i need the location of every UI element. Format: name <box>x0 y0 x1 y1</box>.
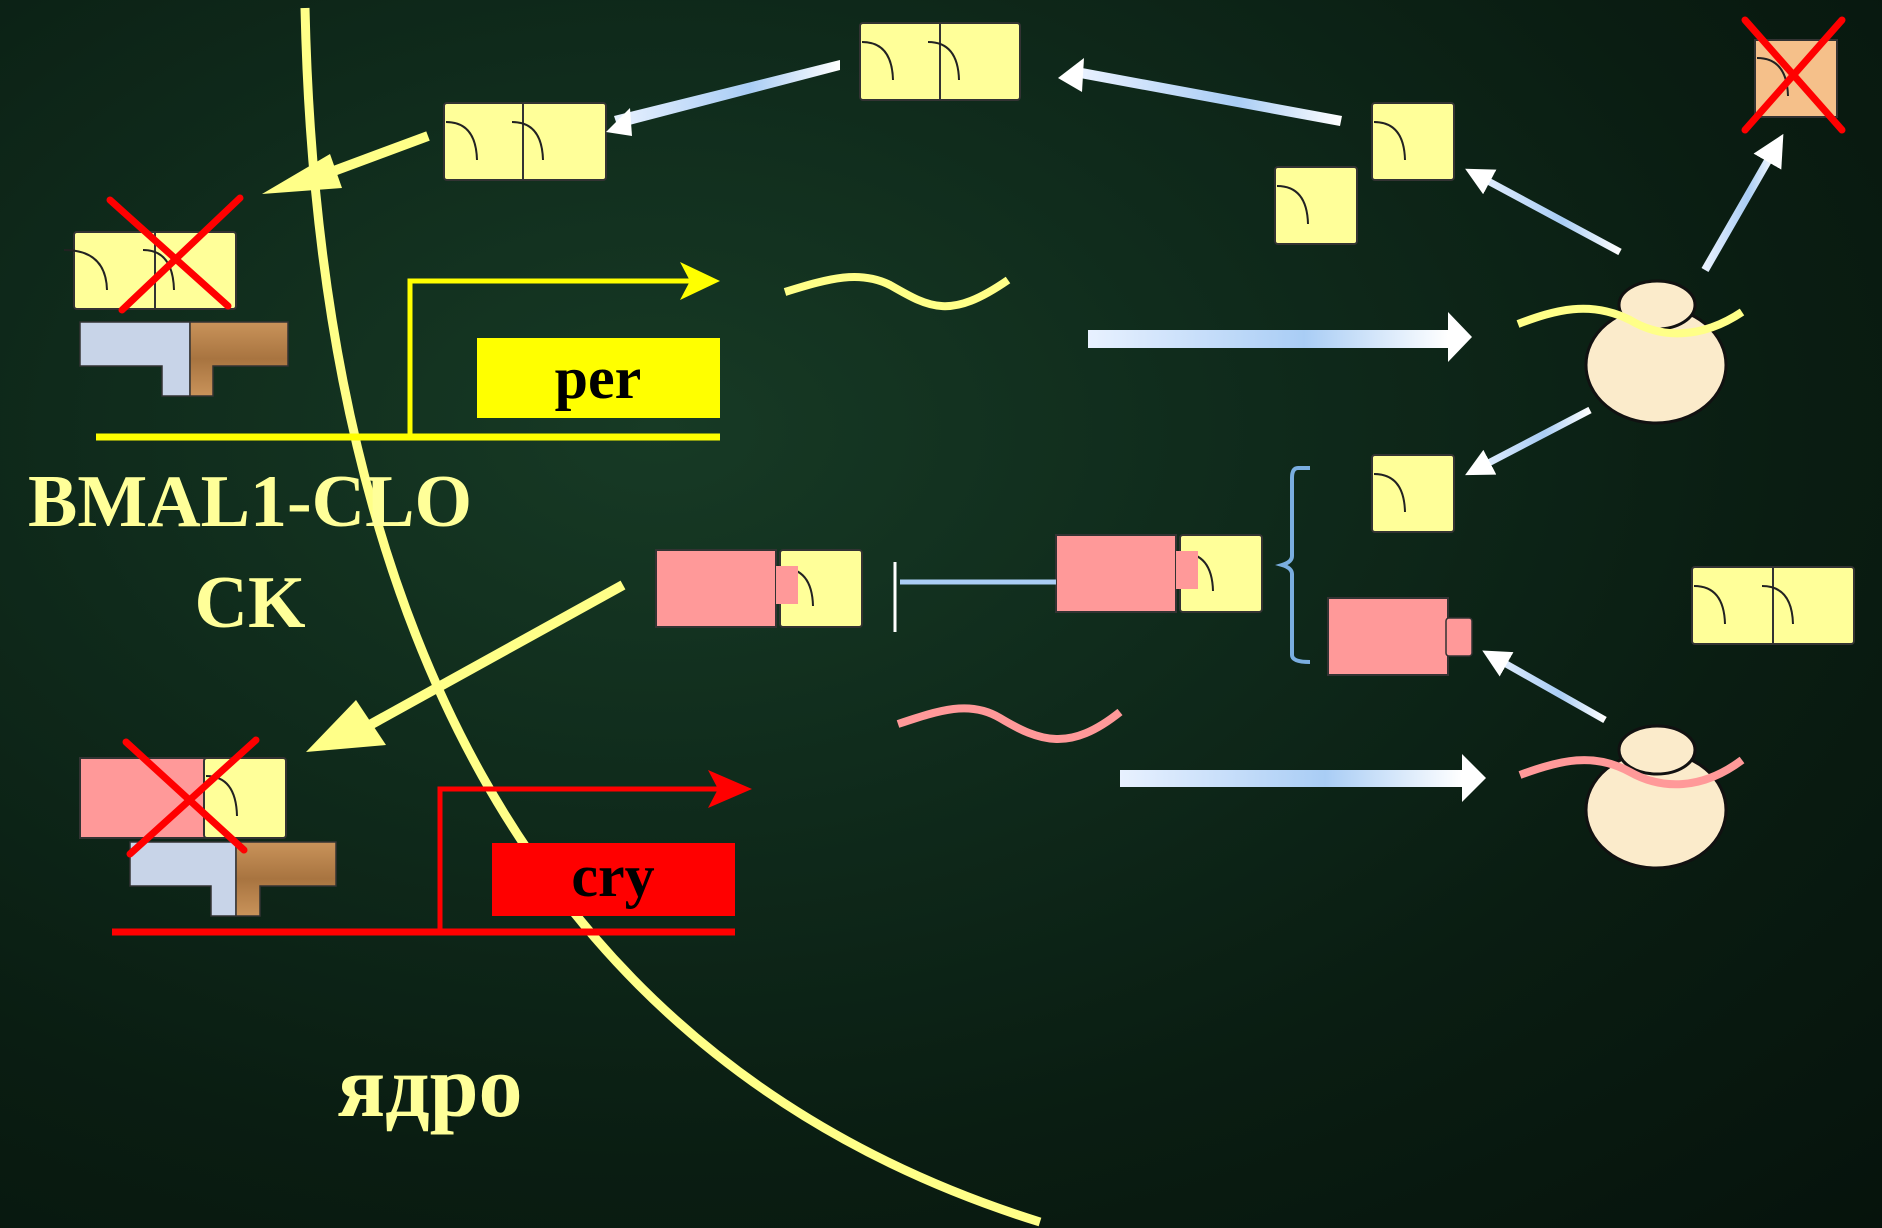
arrow-right-to-left-dimer <box>893 562 1056 632</box>
per-cry-dimer-left <box>655 549 863 628</box>
per-monomer-c <box>1371 454 1455 533</box>
per-dimer-middle <box>443 102 607 181</box>
arrow-per-dimer-into-nucleus <box>262 131 430 194</box>
cry-mrna <box>896 704 1123 743</box>
per-cry-dimer-right <box>1055 534 1263 613</box>
cry-gene-label: cry <box>571 843 654 909</box>
cry-gene-box <box>492 843 735 916</box>
per-promoter-arrow <box>407 262 720 437</box>
arrow-ribosome-to-cry-monomer <box>1482 650 1607 724</box>
arrow-ribosome-to-per-monomer-c <box>1465 406 1592 476</box>
nuclear-membrane <box>300 7 1042 1227</box>
bracket <box>1275 466 1311 664</box>
per-monomer-a <box>1371 102 1455 181</box>
per-dimer-right <box>1691 566 1855 645</box>
per-dimer-top <box>859 22 1021 101</box>
per-mrna <box>783 272 1011 311</box>
per-gene-box <box>477 338 720 418</box>
per-gene-label: per <box>555 345 642 411</box>
per-monomer-b <box>1274 166 1358 245</box>
cry-block-cross <box>122 736 260 858</box>
arrow-cry-mrna-to-ribosome <box>1120 754 1486 802</box>
nucleus-label: ядро <box>337 1039 522 1136</box>
cry-promoter-arrow <box>437 770 752 932</box>
arrow-per-dimer-to-middle <box>606 60 840 136</box>
cry-monomer <box>1327 597 1473 676</box>
arrow-ribosome-to-per-monomer <box>1465 168 1622 256</box>
arrow-per-monomer-to-dimer <box>1058 58 1342 126</box>
arrow-ribosome-to-degradation <box>1701 133 1784 272</box>
ribosome-per <box>1516 279 1745 425</box>
arrow-cry-dimer-into-nucleus <box>306 580 626 752</box>
complex-label-line2: CK <box>195 562 306 644</box>
per-block-cross <box>106 194 244 314</box>
degradation-cross <box>1741 16 1846 134</box>
complex-label-line1: BMAL1-CLO <box>28 461 472 543</box>
ribosome-cry <box>1518 724 1745 870</box>
arrow-per-mrna-to-ribosome <box>1088 312 1472 362</box>
per-repressor-complex <box>63 231 289 397</box>
